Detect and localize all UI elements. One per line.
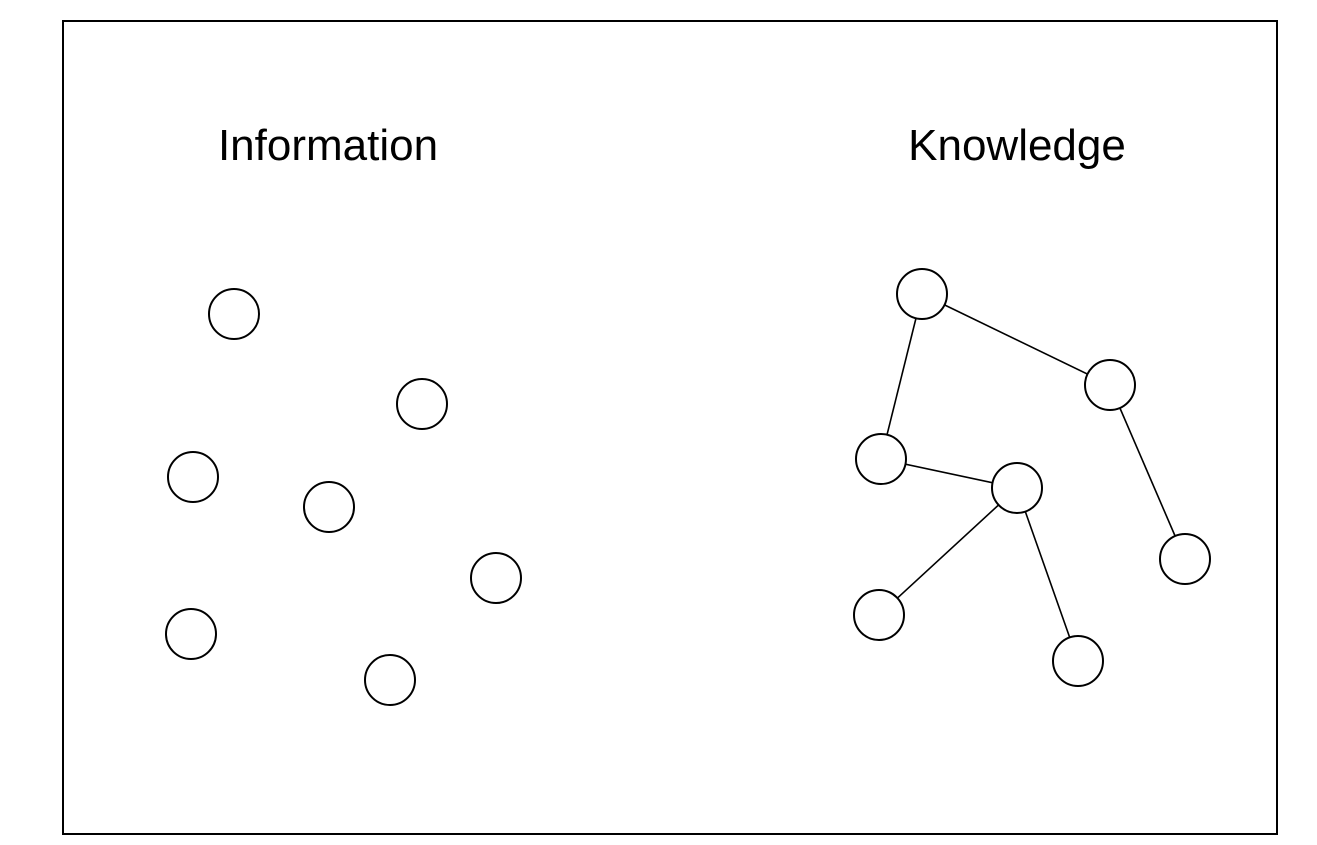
knowledge-title: Knowledge [908,121,1126,170]
knowledge-edge-root-middle-left [880,293,923,460]
knowledge-edge-right-bottom-right [1109,384,1186,560]
knowledge-edges [878,293,1186,662]
knowledge-nodes [853,268,1211,687]
information-title: Information [218,121,438,170]
knowledge-edge-hub-bottom-left [878,487,1018,616]
diagram-frame [62,20,1278,835]
information-node [470,552,522,604]
knowledge-node-right [1084,359,1136,411]
knowledge-node-bottom-middle [1052,635,1104,687]
knowledge-node-hub [991,462,1043,514]
information-node [208,288,260,340]
information-node [396,378,448,430]
knowledge-node-root [896,268,948,320]
knowledge-node-bottom-left [853,589,905,641]
information-node [167,451,219,503]
knowledge-edge-root-right [921,293,1111,386]
knowledge-node-middle-left [855,433,907,485]
information-nodes [165,288,522,706]
knowledge-edge-hub-bottom-middle [1016,487,1079,662]
information-node [303,481,355,533]
knowledge-node-bottom-right [1159,533,1211,585]
information-node [364,654,416,706]
information-node [165,608,217,660]
